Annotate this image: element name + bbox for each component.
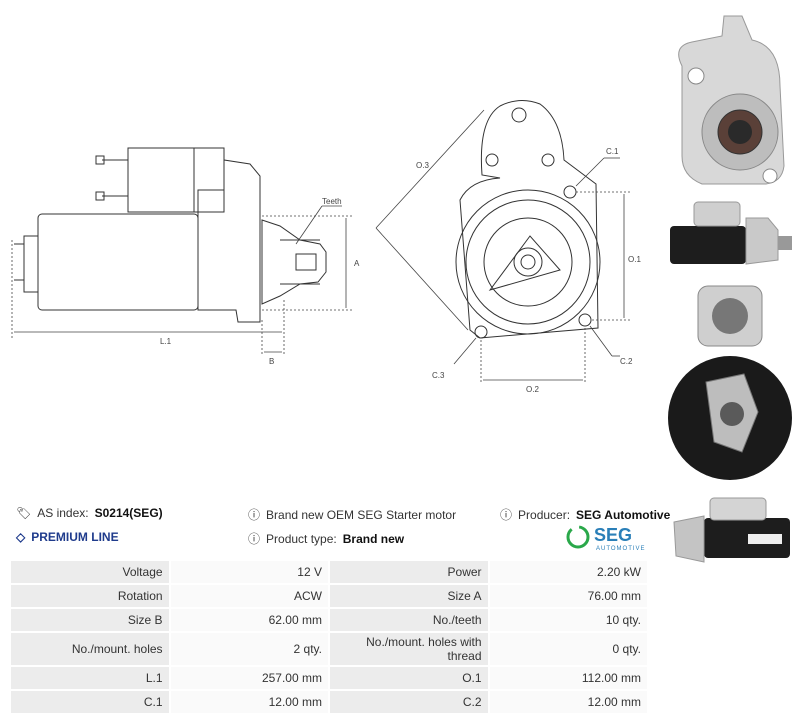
label-l1: L.1 (160, 337, 172, 346)
spec-key: O.1 (329, 667, 488, 689)
label-b: B (269, 357, 274, 366)
spec-key: L.1 (11, 667, 169, 689)
premium-line: ◇ PREMIUM LINE (16, 530, 119, 544)
description-text: Brand new OEM SEG Starter motor (266, 507, 457, 522)
as-index-label: AS index: (37, 506, 89, 520)
technical-drawing: Teeth A L.1 B O.3 C.1 O.1 (11, 100, 641, 394)
spec-key: No./teeth (329, 609, 488, 631)
info-icon: ⓘ (500, 508, 513, 522)
spec-value: 12.00 mm (170, 691, 328, 713)
spec-key: No./mount. holes (11, 633, 169, 665)
label-a: A (354, 259, 360, 268)
spec-value: 12 V (170, 561, 328, 583)
table-row: L.1 257.00 mm O.1 112.00 mm (11, 667, 647, 689)
product-photo-flange (678, 15, 785, 185)
product-photo-angle (673, 497, 790, 563)
product-type: ⓘ Product type: Brand new (248, 530, 404, 547)
table-row: C.1 12.00 mm C.2 12.00 mm (11, 691, 647, 713)
spec-value: 10 qty. (489, 609, 647, 631)
spec-key: Power (329, 561, 488, 583)
spec-key: C.2 (329, 691, 488, 713)
table-row: Rotation ACW Size A 76.00 mm (11, 585, 647, 607)
producer-value: SEG Automotive (576, 507, 671, 522)
spec-value: 12.00 mm (489, 691, 647, 713)
label-o1: O.1 (628, 255, 641, 264)
spec-value: 112.00 mm (489, 667, 647, 689)
label-c2: C.2 (620, 357, 633, 366)
spec-key: C.1 (11, 691, 169, 713)
info-icon: ⓘ (248, 532, 261, 546)
label-c1: C.1 (606, 147, 619, 156)
spec-value: 257.00 mm (170, 667, 328, 689)
spec-key: Voltage (11, 561, 169, 583)
spec-value: 2 qty. (170, 633, 328, 665)
description: ⓘ Brand new OEM SEG Starter motor (248, 506, 456, 523)
diamond-icon: ◇ (16, 530, 26, 544)
label-o2: O.2 (526, 385, 539, 394)
svg-text:AUTOMOTIVE: AUTOMOTIVE (596, 546, 646, 552)
product-photo-side (670, 201, 792, 265)
spec-key: Size A (329, 585, 488, 607)
label-o3: O.3 (416, 161, 429, 170)
info-icon: ⓘ (248, 508, 261, 522)
producer-label: Producer: (518, 507, 571, 522)
label-teeth: Teeth (322, 197, 342, 206)
spec-value: 62.00 mm (170, 609, 328, 631)
specs-table: Voltage 12 V Power 2.20 kW Rotation ACW … (9, 559, 649, 715)
svg-text:SEG: SEG (594, 525, 632, 545)
spec-key: Rotation (11, 585, 169, 607)
spec-key: No./mount. holes with thread (329, 633, 488, 665)
spec-value: 76.00 mm (489, 585, 647, 607)
table-row: Voltage 12 V Power 2.20 kW (11, 561, 647, 583)
tag-icon: 🏷 (16, 506, 32, 520)
spec-value: 0 qty. (489, 633, 647, 665)
table-row: Size B 62.00 mm No./teeth 10 qty. (11, 609, 647, 631)
spec-value: ACW (170, 585, 328, 607)
spec-value: 2.20 kW (489, 561, 647, 583)
as-index: 🏷 AS index: S0214(SEG) (16, 506, 163, 520)
product-type-value: Brand new (342, 531, 405, 546)
product-photo-rear (668, 285, 792, 480)
producer: ⓘ Producer: SEG Automotive (500, 506, 670, 523)
seg-logo: SEG AUTOMOTIVE (566, 525, 646, 552)
label-c3: C.3 (432, 371, 445, 380)
product-type-label: Product type: (266, 531, 337, 546)
as-index-value: S0214(SEG) (94, 506, 163, 520)
premium-line-label: PREMIUM LINE (31, 530, 119, 544)
table-row: No./mount. holes 2 qty. No./mount. holes… (11, 633, 647, 665)
spec-key: Size B (11, 609, 169, 631)
